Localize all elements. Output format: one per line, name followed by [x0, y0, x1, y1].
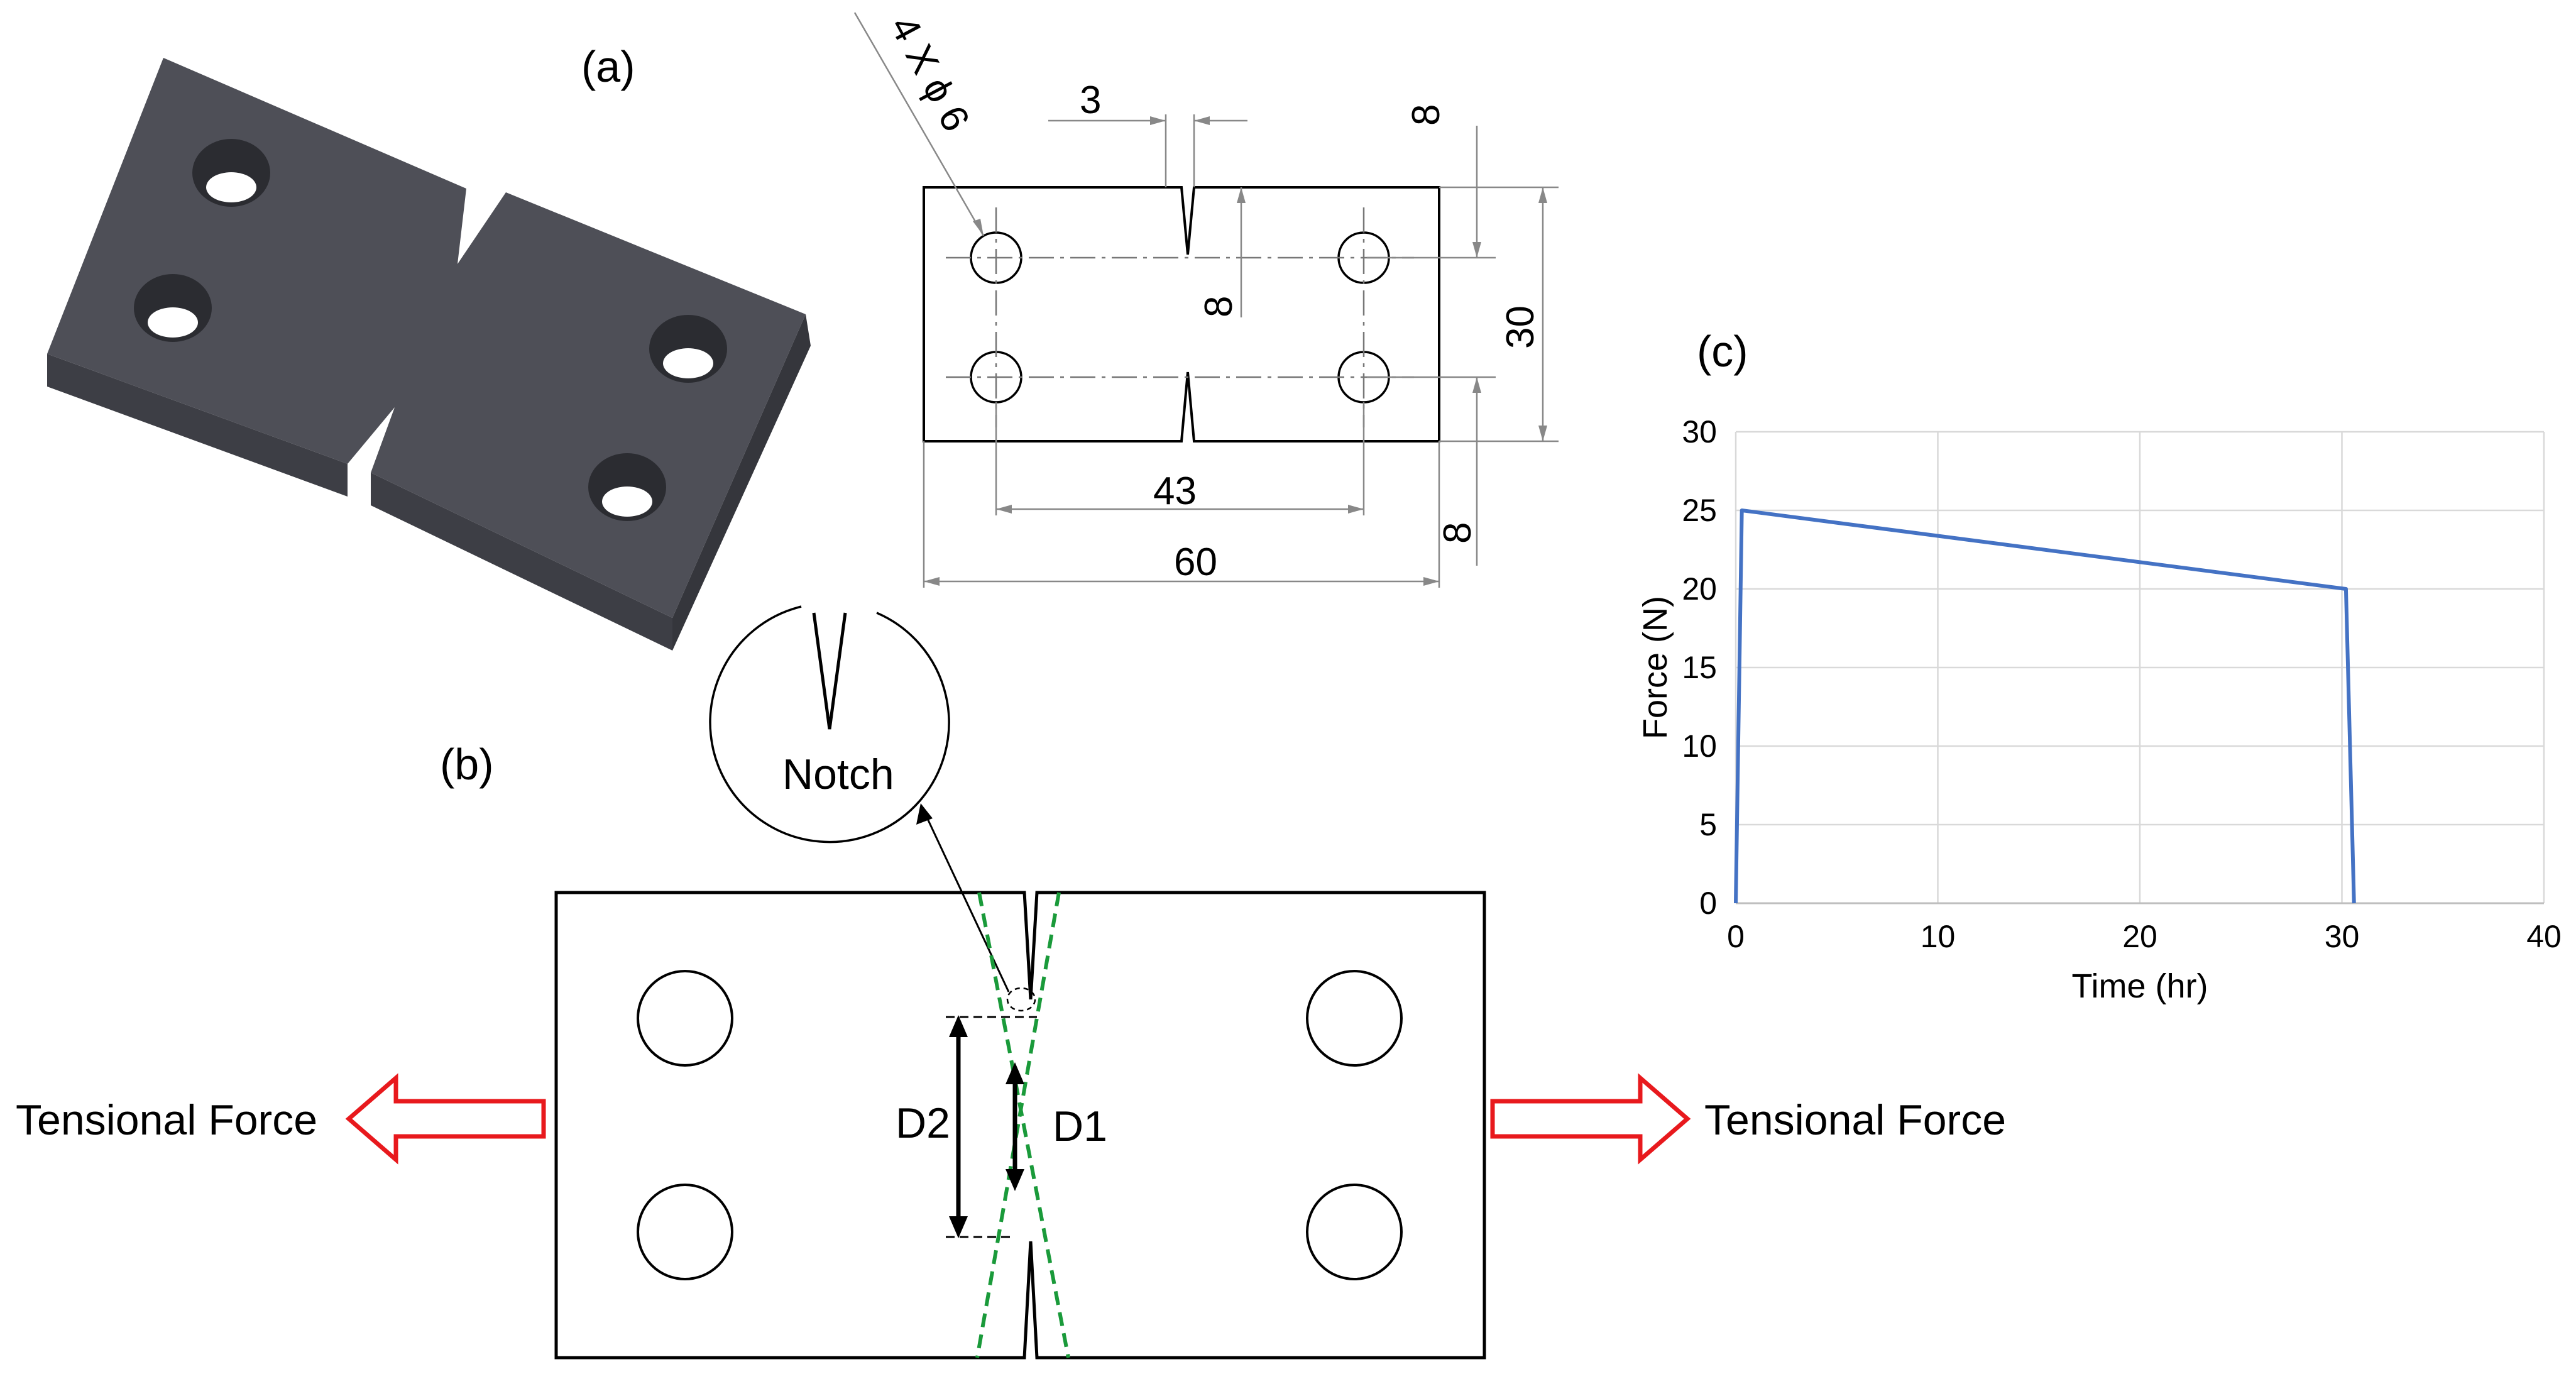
solid-right-edge — [672, 314, 811, 651]
dim-height: 30 — [1499, 305, 1542, 349]
force-label-right: Tensional Force — [1704, 1096, 2006, 1144]
specimen-outline — [554, 891, 1486, 1360]
solid-hole — [206, 172, 256, 202]
dim-notch-depth: 8 — [1197, 296, 1241, 317]
specimen-hole — [1306, 1184, 1403, 1280]
x-axis-label: Time (hr) — [2072, 967, 2208, 1005]
solid-front-edge — [371, 473, 672, 651]
x-tick-label: 0 — [1727, 919, 1745, 954]
dim-hole-spacing: 43 — [1153, 470, 1197, 513]
specimen-hole — [1306, 970, 1403, 1067]
center-lines — [946, 207, 1414, 427]
notch-label: Notch — [782, 750, 894, 798]
x-tick-label: 20 — [2122, 919, 2157, 954]
y-axis-label: Force (N) — [1636, 596, 1674, 739]
panel-label-a: (a) — [581, 42, 635, 91]
dim-notch-width: 3 — [1080, 79, 1101, 122]
y-tick-label: 5 — [1699, 807, 1717, 842]
notch-tip-circle — [1006, 987, 1036, 1012]
y-tick-label: 20 — [1682, 571, 1717, 607]
d2-arrow-head-bottom — [949, 1216, 968, 1238]
dim-length: 60 — [1174, 541, 1217, 584]
solid-model — [47, 58, 811, 651]
y-tick-label: 0 — [1699, 886, 1717, 921]
series-line — [1734, 508, 2356, 904]
d1-arrow-head-bottom — [1006, 1169, 1024, 1191]
d2-arrow-head-top — [949, 1015, 968, 1037]
solid-bottom-edge — [47, 354, 348, 497]
notch-detail-v — [812, 612, 847, 730]
dimension-lines — [853, 12, 1559, 588]
specimen — [554, 891, 1486, 1360]
d2-label: D2 — [896, 1099, 950, 1147]
x-tick-label: 40 — [2526, 919, 2562, 954]
x-tick-label: 30 — [2325, 919, 2360, 954]
specimen-hole — [637, 1184, 733, 1280]
solid-hole — [602, 486, 652, 517]
x-tick-label: 10 — [1921, 919, 1956, 954]
force-arrow-right — [1490, 1073, 1691, 1165]
y-tick-label: 10 — [1682, 728, 1717, 764]
solid-holes — [134, 139, 727, 521]
dim-edge-bottom: 8 — [1436, 522, 1479, 544]
y-tick-label: 30 — [1682, 414, 1717, 449]
d-arrows — [949, 1015, 1024, 1238]
panel-label-b: (b) — [440, 740, 494, 789]
notch-detail-circle — [709, 605, 950, 844]
solid-hole — [148, 307, 198, 338]
drawing-outline — [923, 186, 1440, 442]
specimen-hole — [637, 970, 733, 1067]
d1-arrow-head-top — [1006, 1062, 1024, 1084]
notch-leader — [923, 810, 1010, 992]
solid-hole — [663, 348, 713, 378]
notch-leader-arrow — [916, 803, 933, 825]
force-arrows — [345, 1073, 1691, 1165]
d1-label: D1 — [1053, 1102, 1107, 1150]
dimension-arrows — [924, 116, 1547, 586]
force-label-left: Tensional Force — [16, 1096, 317, 1144]
technical-drawing — [853, 12, 1559, 588]
force-arrow-left — [345, 1073, 546, 1165]
y-tick-label: 15 — [1682, 650, 1717, 685]
dim-edge-top: 8 — [1405, 104, 1448, 126]
y-tick-label: 25 — [1682, 493, 1717, 528]
notch-detail — [709, 605, 1010, 992]
dim-hole-callout: 4 X ϕ 6 — [882, 9, 978, 138]
dashed-crack-lines — [975, 892, 1070, 1358]
panel-label-c: (c) — [1697, 327, 1748, 376]
